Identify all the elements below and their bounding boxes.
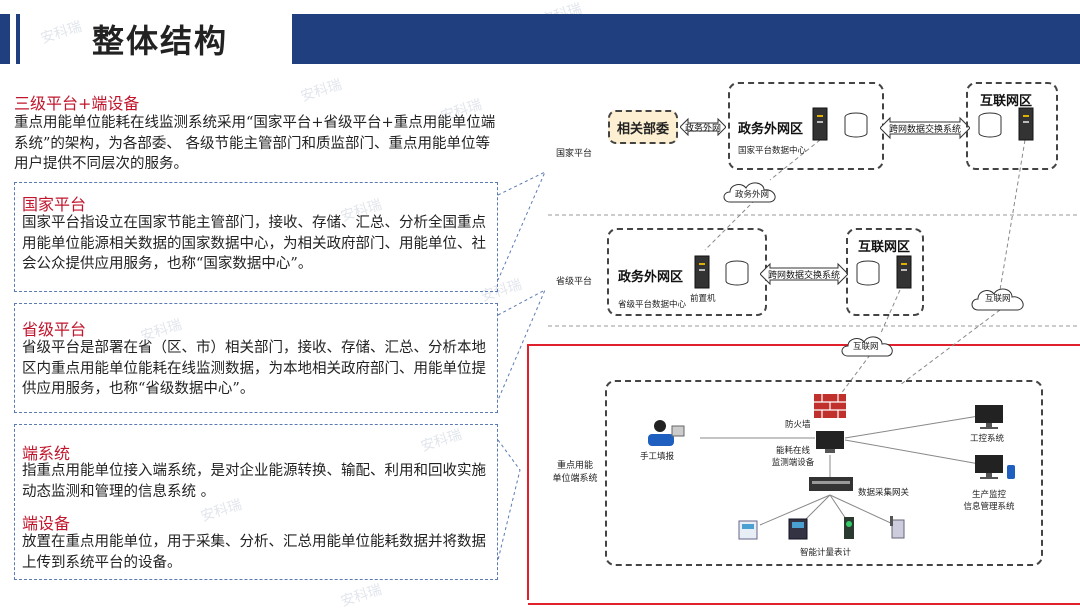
end-system-box <box>14 424 498 580</box>
header-band <box>292 14 1080 64</box>
provincial-internet-zone <box>846 228 924 316</box>
level-label-national: 国家平台 <box>556 149 593 159</box>
end-device-title: 端设备 <box>22 514 71 533</box>
cloud-icon <box>971 288 1024 311</box>
provincial-internet-zone-label: 互联网区 <box>858 240 911 255</box>
provincial-text: 省级平台是部署在省（区、市）相关部门，接收、存储、汇总、分析本地区内重点用能单位… <box>22 340 486 397</box>
gateway-label: 数据采集网关 <box>858 488 910 498</box>
level-label-unit: 重点用能 单位端系统 <box>552 461 598 484</box>
gov-net-link-label: 政务外网 <box>684 123 721 134</box>
provincial-exchange-label: 跨网数据交换系统 <box>767 270 840 281</box>
provincial-title: 省级平台 <box>22 320 87 339</box>
database-icon <box>844 112 868 138</box>
phone-icon <box>1007 465 1015 479</box>
cloud-icon <box>841 336 893 357</box>
gov-net-link-arrow: 政务外网 <box>680 117 726 137</box>
database-icon <box>725 260 749 286</box>
page-title: 整体结构 <box>92 22 229 60</box>
national-gov-zone-label: 政务外网区 <box>738 122 804 137</box>
meter-icon <box>788 518 808 540</box>
server-icon <box>812 107 828 141</box>
national-exchange-arrow: 跨网数据交换系统 <box>880 116 970 140</box>
intro-title: 三级平台+端设备 <box>14 94 140 113</box>
production-label: 生产监控 信息管理系统 <box>963 490 1015 512</box>
monitor-device-icon <box>816 431 844 453</box>
meters-label: 智能计量表计 <box>800 548 852 558</box>
meter-icon <box>844 517 854 539</box>
level-label-provincial: 省级平台 <box>556 277 593 287</box>
database-icon <box>856 260 880 286</box>
cloud-gov-label: 政务外网 <box>735 190 770 200</box>
national-platform-box <box>14 182 498 292</box>
front-machine-label: 前置机 <box>690 294 716 304</box>
cloud-internet2-label: 互联网 <box>853 342 879 352</box>
end-system-text: 指重点用能单位接入端系统，是对企业能源转换、输配、利用和回收实施动态监测和管理的… <box>22 463 486 500</box>
national-internet-zone-label: 互联网区 <box>980 94 1033 109</box>
server-icon <box>1018 107 1034 141</box>
cloud-icon <box>723 182 776 203</box>
provincial-dc-label: 省级平台数据中心 <box>618 300 687 310</box>
meter-icon <box>738 520 758 540</box>
provincial-gov-zone-label: 政务外网区 <box>618 270 684 285</box>
monitor-device-label: 能耗在线 监测端设备 <box>771 446 815 468</box>
unit-system-zone <box>605 380 1043 566</box>
firewall-label: 防火墙 <box>785 420 811 430</box>
monitor-icon <box>975 405 1003 429</box>
provincial-platform-box <box>14 303 498 413</box>
header-accent-bar <box>16 14 20 64</box>
gateway-icon <box>809 477 853 491</box>
end-system-title: 端系统 <box>22 444 71 463</box>
firewall-icon <box>814 394 846 418</box>
industrial-label: 工控系统 <box>970 434 1005 444</box>
provincial-exchange-arrow: 跨网数据交换系统 <box>760 262 848 286</box>
cloud-internet-label: 互联网 <box>985 294 1011 304</box>
database-icon <box>978 112 1002 138</box>
header-accent-bar <box>0 14 10 64</box>
server-icon <box>896 255 912 289</box>
related-dept-box: 相关部委 <box>608 110 678 144</box>
national-title: 国家平台 <box>22 195 87 214</box>
manual-label: 手工填报 <box>640 452 675 462</box>
server-icon <box>694 255 710 289</box>
national-exchange-label: 跨网数据交换系统 <box>888 124 961 135</box>
user-icon <box>648 420 685 446</box>
intro-text: 重点用能单位能耗在线监测系统采用“国家平台+省级平台+重点用能单位端系统”的架构… <box>14 115 496 172</box>
national-internet-zone <box>966 82 1058 170</box>
end-device-text: 放置在重点用能单位，用于采集、分析、汇总用能单位能耗数据并将数据上传到系统平台的… <box>22 534 486 571</box>
monitor-icon <box>975 455 1003 479</box>
meter-icon <box>890 516 905 539</box>
national-dc-label: 国家平台数据中心 <box>738 146 807 156</box>
national-text: 国家平台指设立在国家节能主管部门，接收、存储、汇总、分析全国重点用能单位能源相关… <box>22 215 486 272</box>
